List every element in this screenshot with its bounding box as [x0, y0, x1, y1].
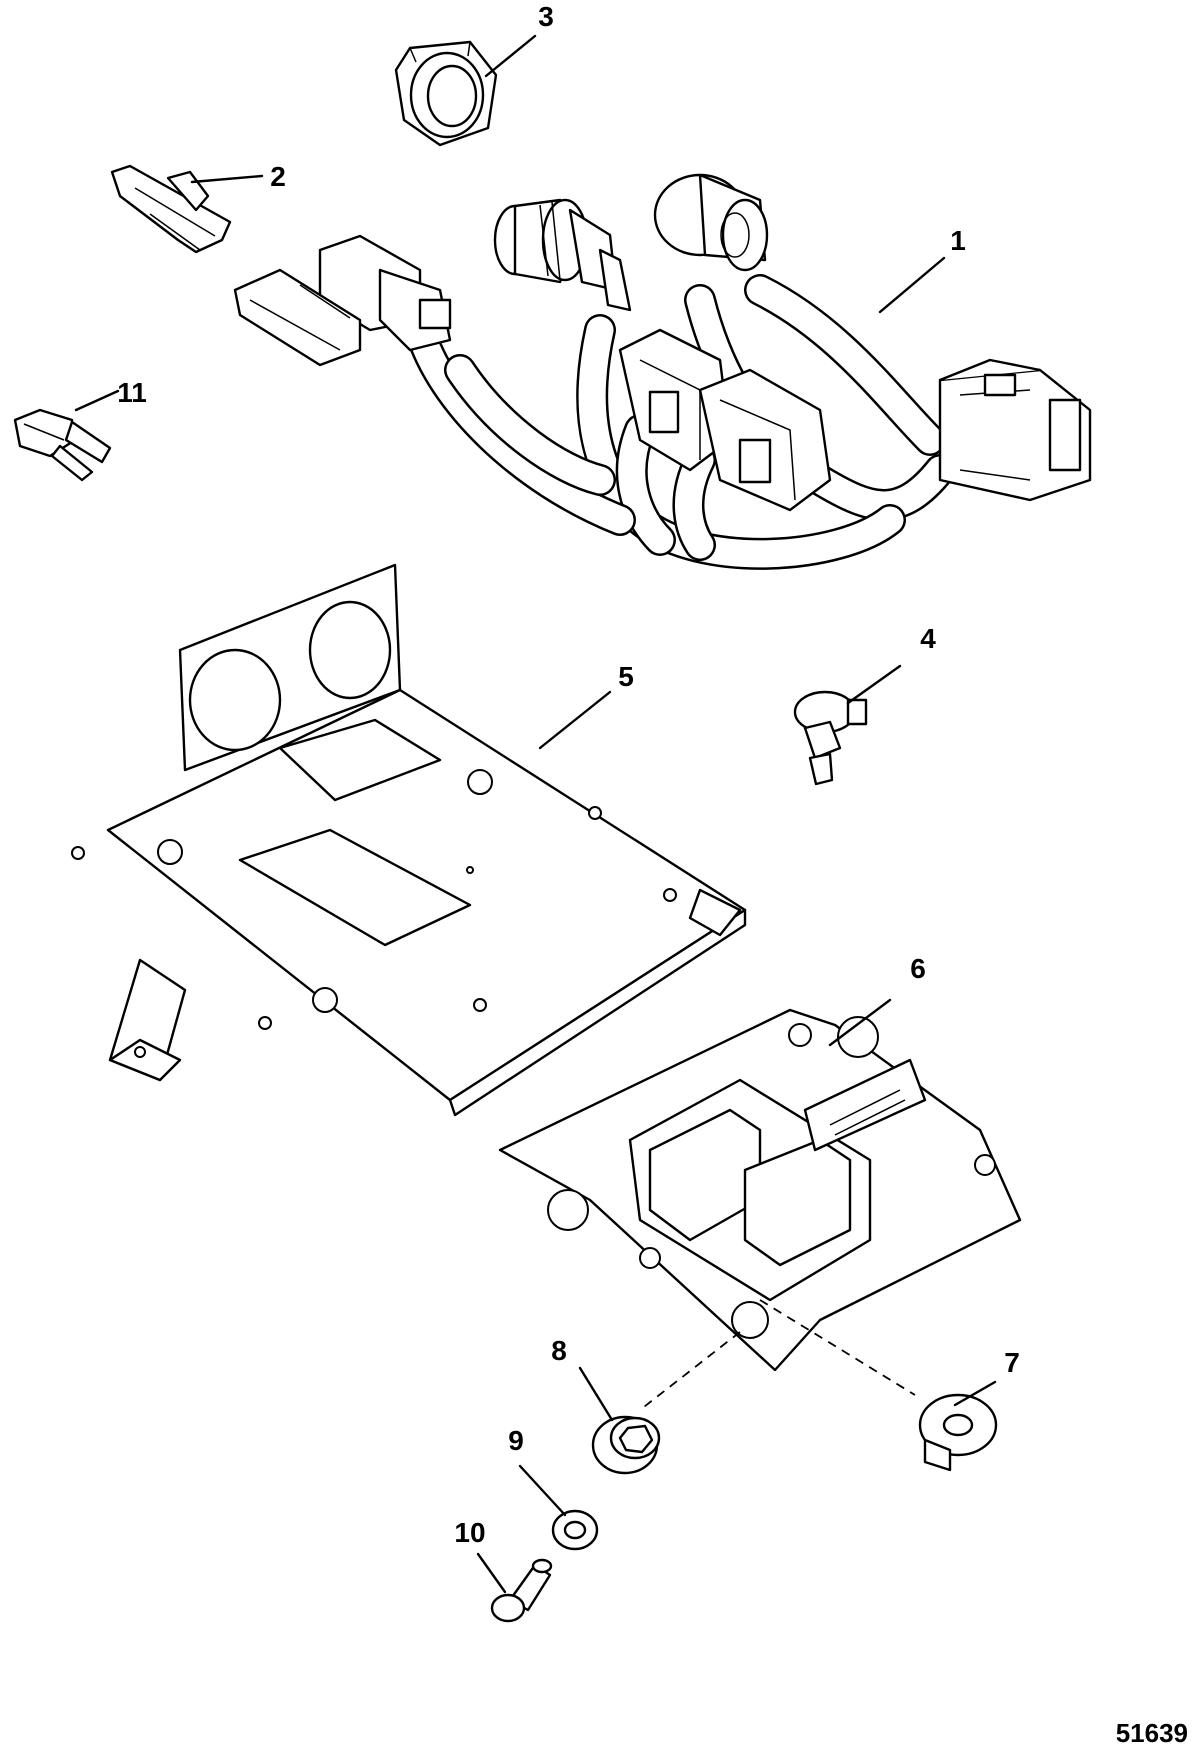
callout-4: 4 [920, 623, 936, 654]
callout-2: 2 [270, 161, 286, 192]
callout-10: 10 [454, 1517, 485, 1548]
callout-labels: 3 2 1 11 4 5 6 7 8 9 10 [117, 1, 1020, 1548]
callout-5: 5 [618, 661, 634, 692]
part-8-nut [591, 1415, 661, 1475]
part-9-washer [551, 1509, 599, 1551]
callout-1: 1 [950, 225, 966, 256]
leader-lines [74, 34, 997, 1594]
callout-7: 7 [1004, 1347, 1020, 1378]
callout-8: 8 [551, 1335, 567, 1366]
figure-id: 51639 [1116, 1718, 1188, 1748]
part-3-hex-nut [394, 40, 498, 147]
part-2-connector-clip [110, 164, 232, 254]
part-4-cable-clamp [793, 690, 868, 786]
callout-9: 9 [508, 1425, 524, 1456]
part-5-mounting-bracket [71, 563, 747, 1117]
part-11-terminal-clip [13, 408, 112, 482]
callout-11: 11 [117, 377, 147, 408]
part-1-wiring-harness [233, 173, 1092, 570]
part-7-grommet [918, 1393, 998, 1472]
callout-3: 3 [538, 1, 554, 32]
part-10-bolt [490, 1558, 553, 1623]
part-6-ecm-module [498, 1008, 1022, 1372]
callout-6: 6 [910, 953, 926, 984]
